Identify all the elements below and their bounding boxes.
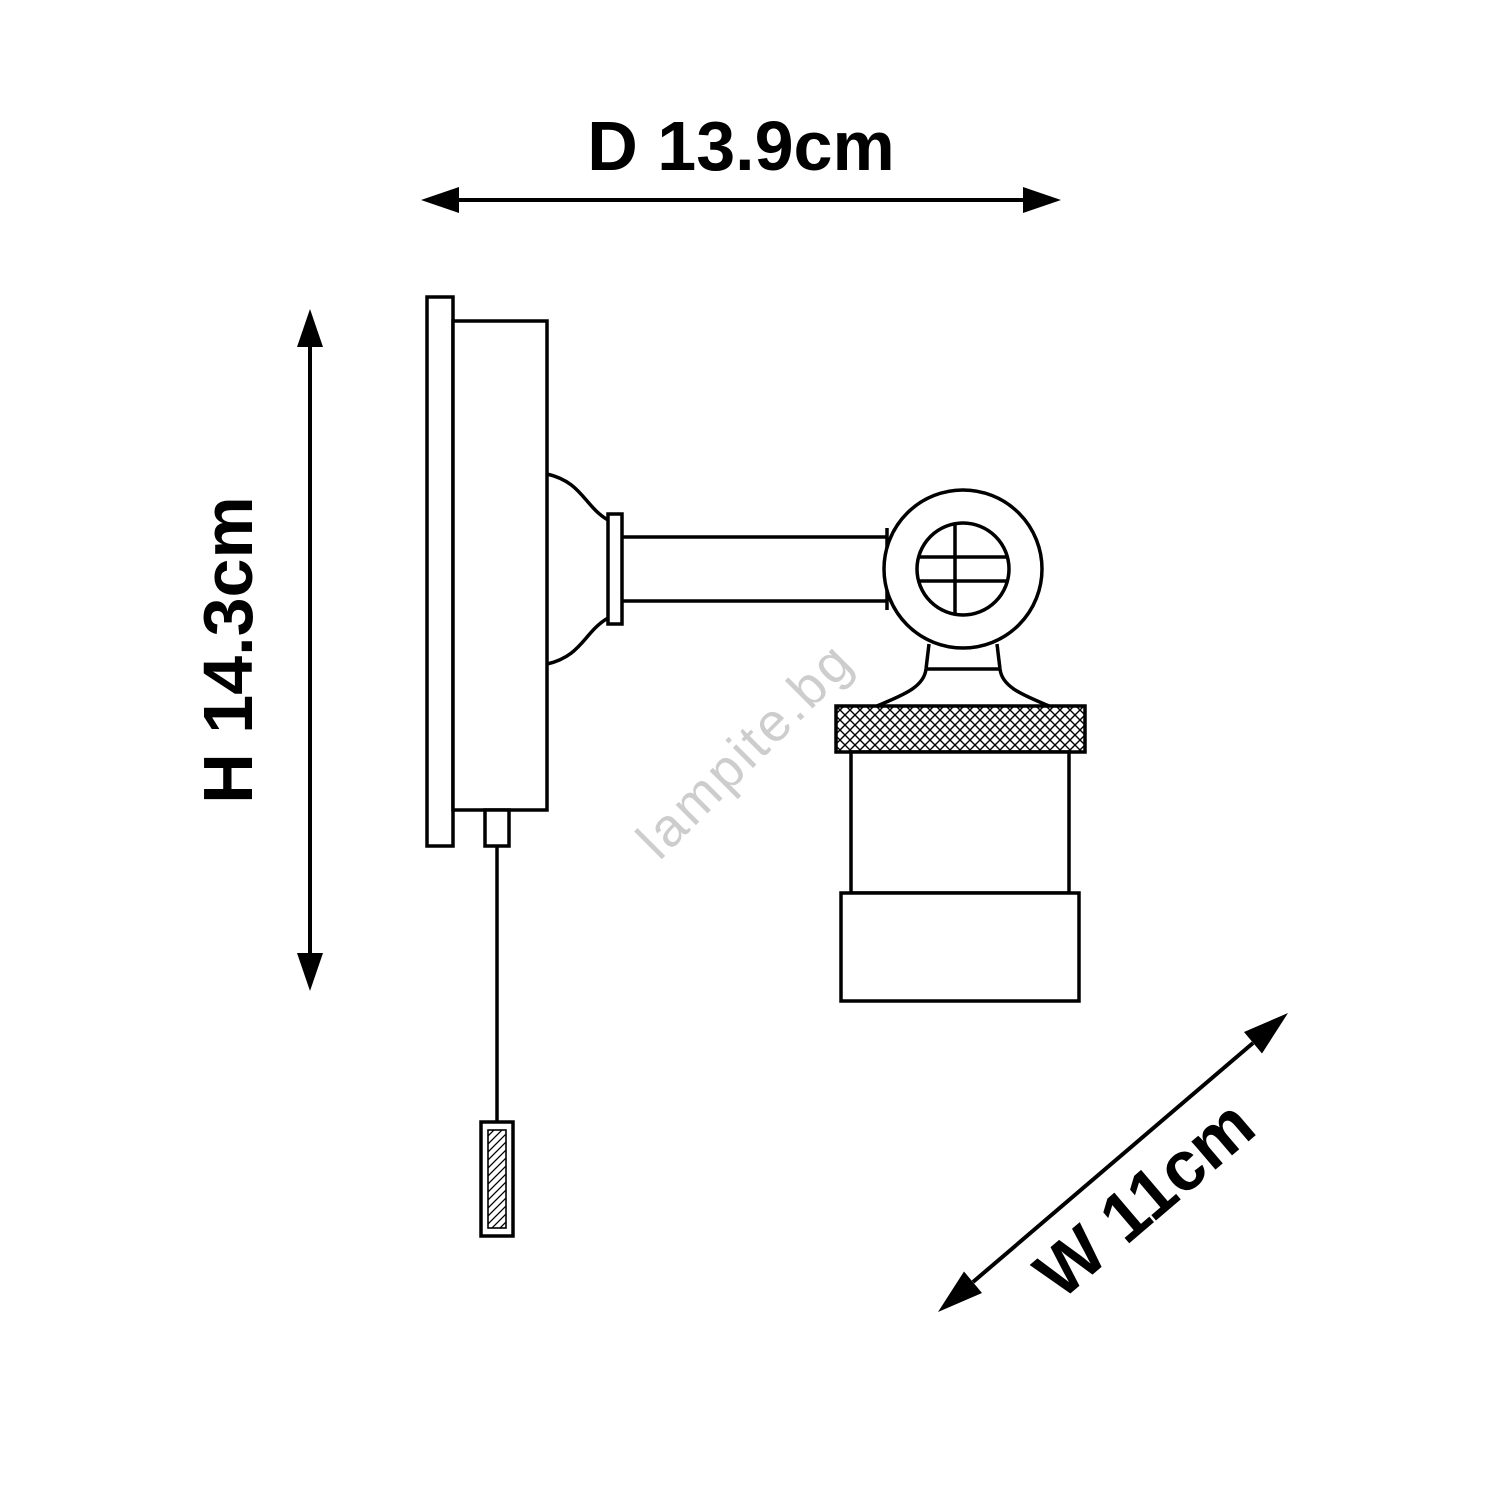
stem-collar xyxy=(606,512,624,626)
watermark-text: lampite.bg xyxy=(625,630,865,870)
depth-dimension-label: D 13.9cm xyxy=(587,107,894,185)
pull-handle-grip xyxy=(487,1129,507,1229)
arrowhead-down xyxy=(297,953,323,991)
height-dimension-label: H 14.3cm xyxy=(189,496,267,803)
cord-grip xyxy=(483,808,511,848)
arrowhead-upright xyxy=(1244,1013,1288,1054)
lamp-holder-rim xyxy=(839,891,1081,1003)
bell-left xyxy=(876,668,928,708)
pivot-joint xyxy=(882,488,1044,650)
width-dimension-label: W 11cm xyxy=(1020,1084,1269,1313)
depth-dimension-arrow xyxy=(421,187,1061,213)
socket-neck xyxy=(876,643,1050,708)
pivot-outer-ring xyxy=(882,488,1044,650)
wall-lamp-drawing xyxy=(425,295,1087,1238)
arrowhead-left xyxy=(421,187,459,213)
width-dimension-arrow xyxy=(938,1013,1288,1312)
arrowhead-up xyxy=(297,309,323,347)
arm xyxy=(622,528,889,610)
knurled-ring xyxy=(834,704,1087,754)
height-dimension-arrow xyxy=(297,309,323,991)
stem-trumpet xyxy=(546,472,624,666)
arrowhead-right xyxy=(1023,187,1061,213)
screw-head xyxy=(915,521,1011,617)
pull-cord xyxy=(479,846,515,1238)
lamp-holder-body xyxy=(849,750,1071,895)
arrowhead-downleft xyxy=(938,1271,982,1312)
wall-plate xyxy=(425,295,549,848)
bell-right xyxy=(998,668,1050,708)
